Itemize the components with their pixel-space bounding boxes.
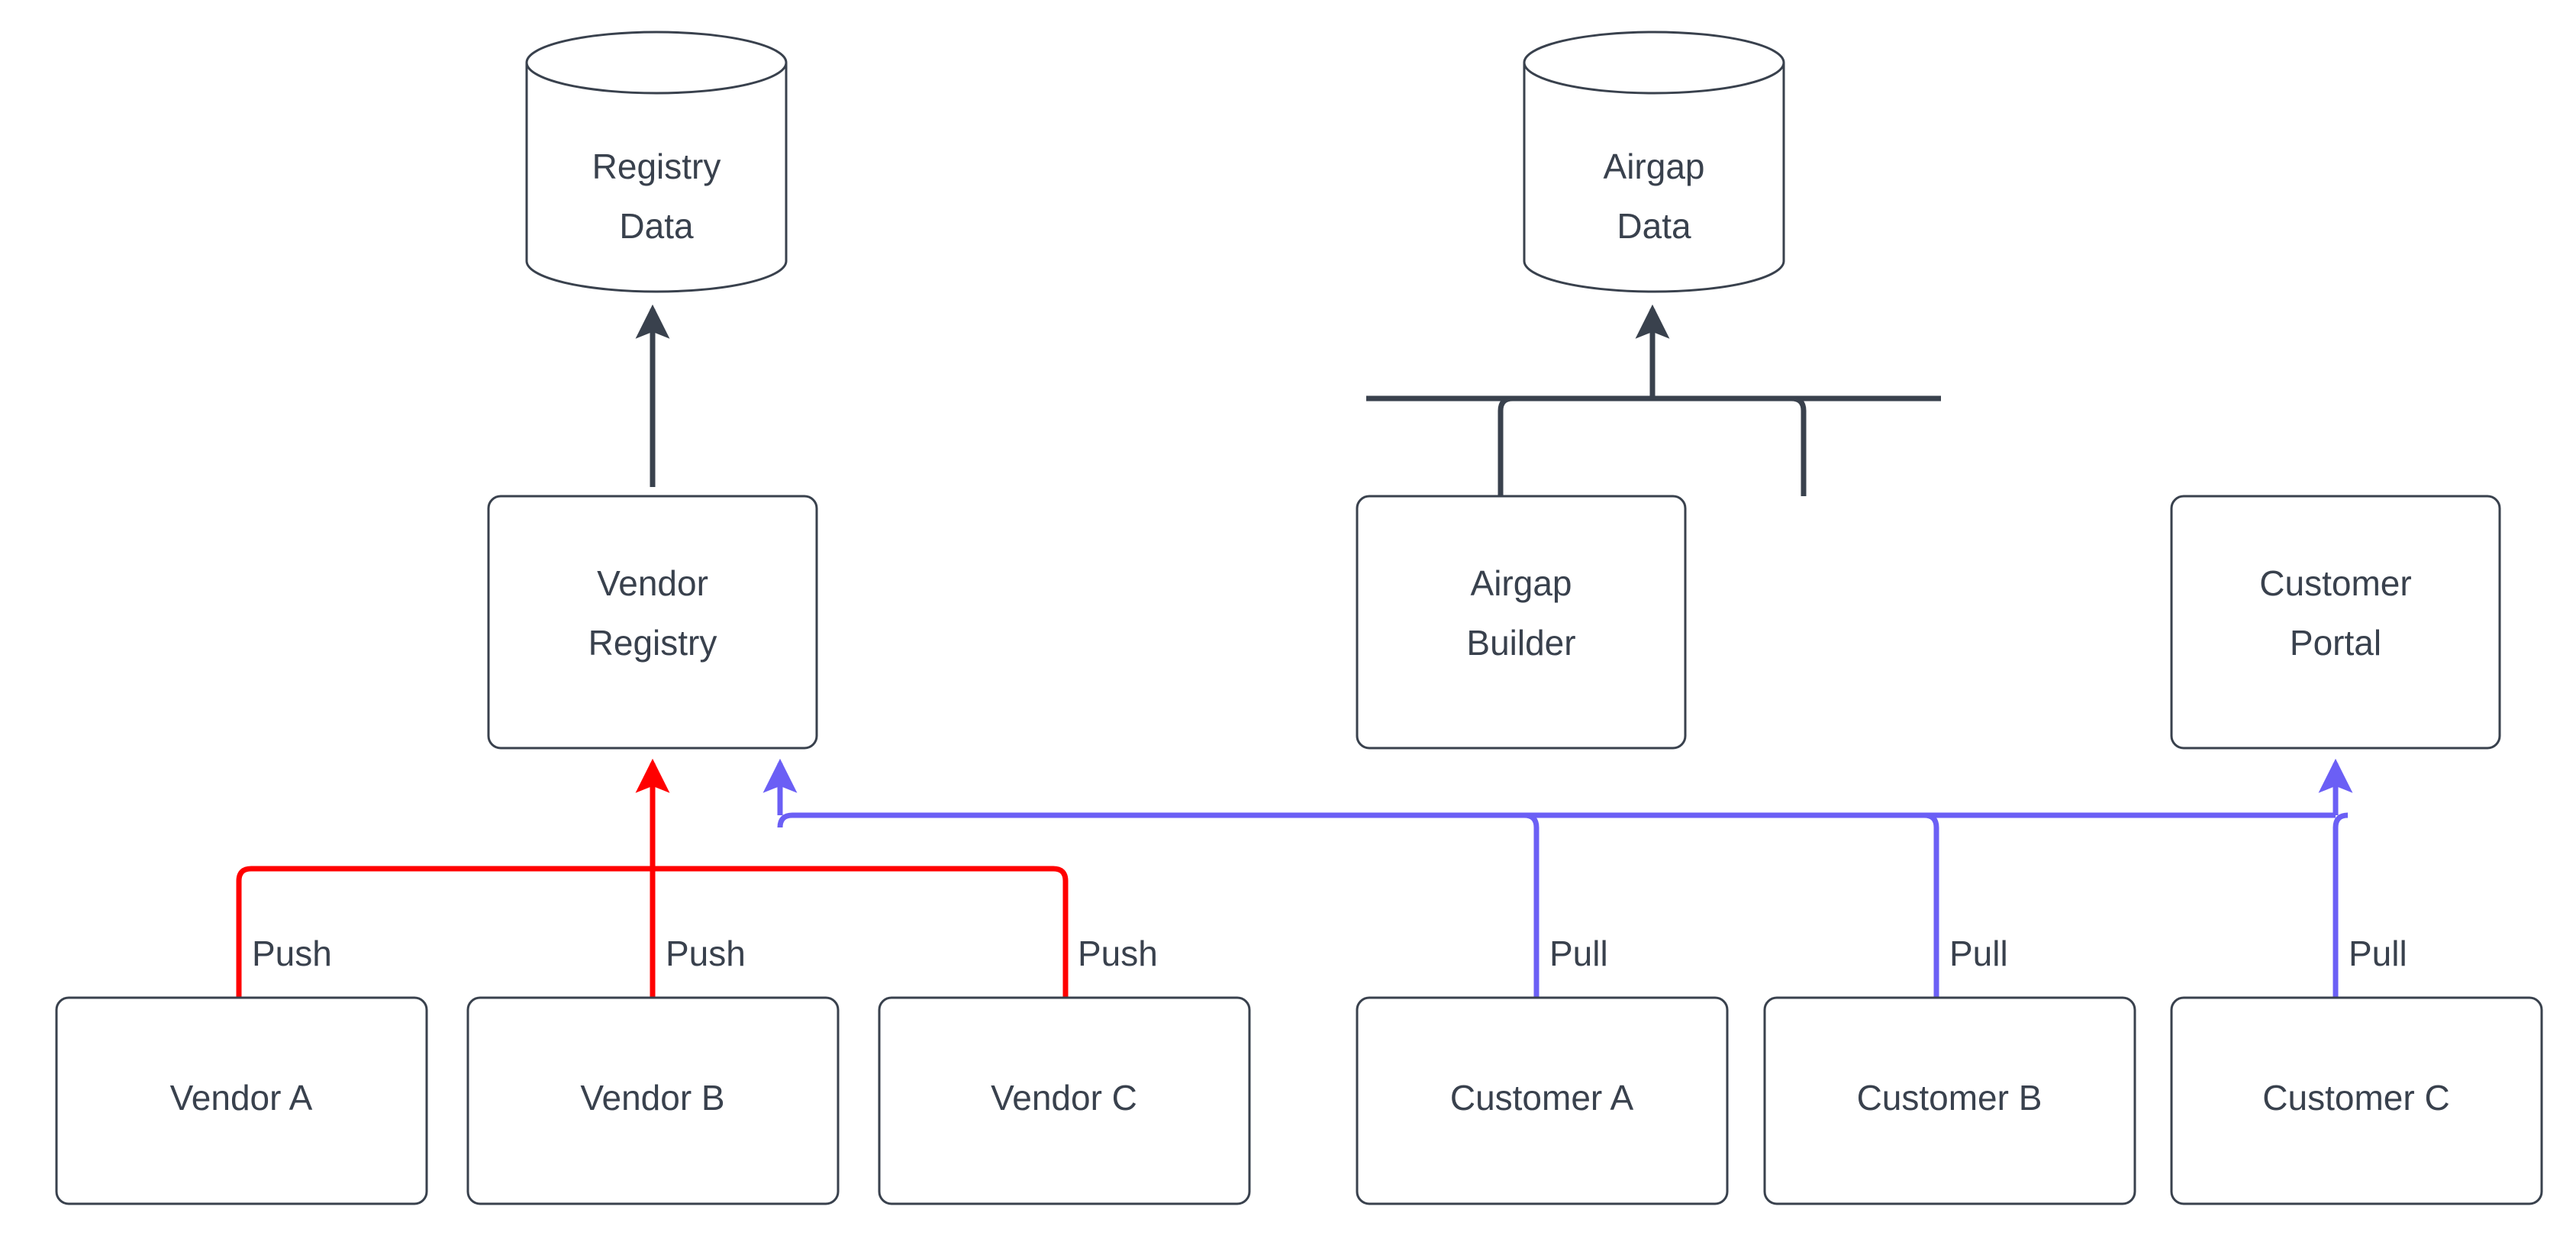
node-vendor-a[interactable]: Vendor A [55,996,428,1205]
vendor-b-label: Vendor B [580,1078,724,1118]
vendor-a-box [55,996,428,1205]
edge-pull-customer-b [1923,812,1939,998]
registry-data-label-line2: Data [619,206,694,246]
customer-portal-label-line2: Portal [2290,623,2381,663]
airgap-data-label-line1: Airgap [1604,147,1705,186]
airgap-builder-label-line2: Builder [1466,623,1575,663]
customer-a-box [1356,996,1729,1205]
node-registry-data[interactable]: Registry Data [525,31,788,293]
vendor-a-label: Vendor A [170,1078,313,1118]
edge-push-vendor-a [236,866,653,998]
vendor-registry-label-line2: Registry [588,623,717,663]
airgap-data-label-line2: Data [1617,206,1691,246]
node-vendor-registry[interactable]: Vendor Registry [487,495,818,750]
registry-data-label-line1: Registry [592,147,721,186]
airgap-data-cylinder-body [1523,63,1785,293]
node-airgap-data[interactable]: Airgap Data [1523,31,1785,293]
node-vendor-c[interactable]: Vendor C [878,996,1251,1205]
edge-pull-customer-c [2333,812,2349,998]
vendor-registry-box [487,495,818,750]
vendor-c-box [878,996,1251,1205]
customer-c-label: Customer C [2262,1078,2449,1118]
edge-push-vendor-c [653,866,1069,998]
customer-b-label: Customer B [1857,1078,2042,1118]
customer-portal-box [2170,495,2501,750]
node-vendor-b[interactable]: Vendor B [466,996,840,1205]
edge-label-push-1: Push [252,934,332,973]
vendor-c-label: Vendor C [991,1078,1137,1118]
edge-airgap-builder-to-airgap-data [1498,395,1941,496]
vendor-registry-label-line1: Vendor [597,563,708,603]
node-customer-b[interactable]: Customer B [1763,996,2136,1205]
customer-b-box [1763,996,2136,1205]
node-customer-c[interactable]: Customer C [2170,996,2543,1205]
edge-pull-customer-a [1523,812,1539,998]
customer-a-label: Customer A [1450,1078,1634,1118]
node-airgap-builder[interactable]: Airgap Builder [1356,495,1687,750]
edge-pull-trunk [777,812,2336,828]
edge-customer-portal-to-airgap-data [1366,395,1807,496]
node-customer-portal[interactable]: Customer Portal [2170,495,2501,750]
edge-label-pull-1: Pull [1549,934,1608,973]
registry-data-cylinder-top [525,31,788,95]
edge-label-push-3: Push [1078,934,1158,973]
edge-label-pull-3: Pull [2349,934,2407,973]
edge-label-push-2: Push [666,934,746,973]
vendor-b-box [466,996,840,1205]
airgap-builder-box [1356,495,1687,750]
customer-c-box [2170,996,2543,1205]
airgap-data-cylinder-top [1523,31,1785,95]
airgap-builder-label-line1: Airgap [1471,563,1572,603]
edge-label-pull-2: Pull [1949,934,2008,973]
registry-data-cylinder-body [525,63,788,293]
customer-portal-label-line1: Customer [2259,563,2411,603]
node-customer-a[interactable]: Customer A [1356,996,1729,1205]
